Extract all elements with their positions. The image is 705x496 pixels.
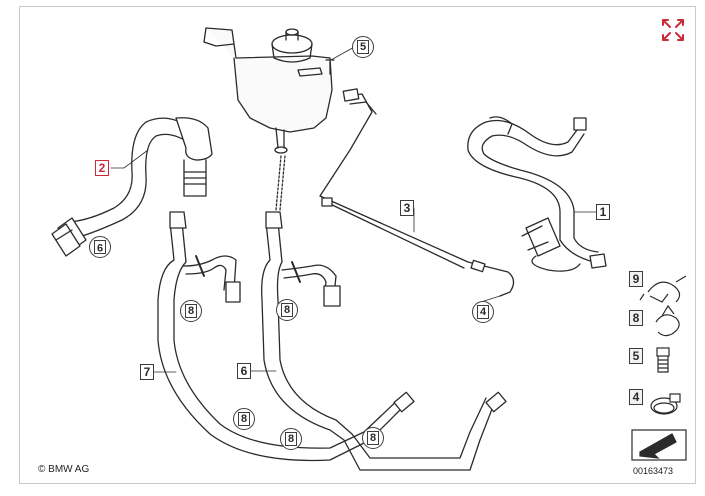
callout-1[interactable]: 1 — [596, 204, 610, 220]
callout-8-e-label: 8 — [367, 431, 379, 445]
diagram-id: 00163473 — [633, 466, 674, 476]
callout-8-e[interactable]: 8 — [362, 427, 384, 449]
callout-8-b[interactable]: 8 — [276, 299, 298, 321]
callout-9[interactable]: 9 — [89, 236, 111, 258]
callout-7[interactable]: 7 — [140, 364, 154, 380]
callout-8-d[interactable]: 8 — [280, 428, 302, 450]
callout-8-a[interactable]: 8 — [180, 300, 202, 322]
callout-3[interactable]: 3 — [400, 200, 414, 216]
callout-5-label: 5 — [357, 40, 369, 54]
callout-8-b-label: 8 — [281, 303, 293, 317]
diagram-frame — [19, 6, 696, 484]
hose-6 — [261, 211, 507, 471]
callout-8-c[interactable]: 8 — [233, 408, 255, 430]
hose-clamp-spring-icon — [639, 275, 687, 303]
expand-arrows-icon[interactable] — [660, 17, 686, 43]
callout-9-label: 9 — [94, 240, 106, 254]
parts-label-4[interactable]: 4 — [629, 389, 643, 405]
worm-clamp-icon — [650, 393, 681, 415]
pipe-3 — [319, 88, 515, 297]
callout-4-label: 4 — [477, 305, 489, 319]
callout-4[interactable]: 4 — [472, 301, 494, 323]
callout-8-d-label: 8 — [285, 432, 297, 446]
hose-clip-icon — [655, 304, 680, 337]
callout-6[interactable]: 6 — [237, 363, 251, 379]
parts-label-9[interactable]: 9 — [629, 271, 643, 287]
parts-label-5[interactable]: 5 — [629, 348, 643, 364]
hose-7 — [157, 211, 415, 462]
hose-1 — [467, 116, 607, 272]
callout-8-c-label: 8 — [238, 412, 250, 426]
copyright-text: © BMW AG — [38, 464, 90, 475]
hose-2 — [51, 117, 213, 257]
callout-8-a-label: 8 — [185, 304, 197, 318]
expansion-tank — [203, 27, 357, 211]
callout-2[interactable]: 2 — [95, 160, 109, 176]
parts-label-8[interactable]: 8 — [629, 310, 643, 326]
bleeder-plug-icon — [656, 347, 670, 373]
leader-lines — [110, 149, 597, 373]
callout-5[interactable]: 5 — [352, 36, 374, 58]
arrow-direction-icon — [631, 429, 687, 461]
